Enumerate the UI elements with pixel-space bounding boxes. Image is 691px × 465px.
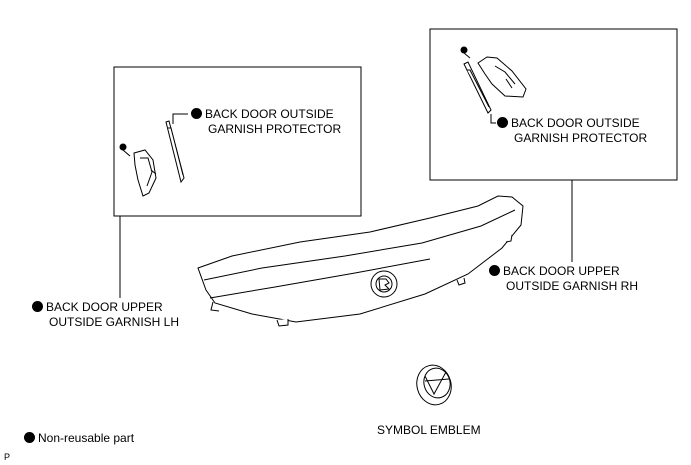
non-reusable-bullet-icon <box>489 265 500 276</box>
non-reusable-bullet-icon <box>191 108 202 119</box>
leader-protector-lh <box>172 113 188 124</box>
non-reusable-bullet-icon <box>24 432 35 443</box>
back-door-garnish-icon <box>197 195 524 327</box>
symbol-emblem-icon <box>416 364 452 406</box>
label-garnish-lh: BACK DOOR UPPER OUTSIDE GARNISH LH <box>32 300 179 330</box>
label-protector-lh: BACK DOOR OUTSIDE GARNISH PROTECTOR <box>191 107 341 137</box>
legend-non-reusable: Non-reusable part <box>24 431 134 446</box>
label-symbol-emblem: SYMBOL EMBLEM <box>377 423 481 437</box>
footer-code: P <box>4 452 11 462</box>
label-protector-lh-line1: BACK DOOR OUTSIDE <box>205 107 334 121</box>
detail-box-rh <box>429 28 678 181</box>
non-reusable-bullet-icon <box>497 117 508 128</box>
clip-lh-icon <box>119 143 157 197</box>
legend-non-reusable-text: Non-reusable part <box>38 431 135 445</box>
label-garnish-lh-line2: OUTSIDE GARNISH LH <box>49 315 180 329</box>
label-garnish-rh-line1: BACK DOOR UPPER <box>503 264 620 278</box>
detail-box-lh <box>113 66 362 217</box>
leader-protector-rh <box>490 114 496 124</box>
label-garnish-rh-line2: OUTSIDE GARNISH RH <box>506 279 639 293</box>
label-protector-lh-line2: GARNISH PROTECTOR <box>208 122 342 136</box>
protector-strip-rh-icon <box>463 61 492 114</box>
label-protector-rh-line2: GARNISH PROTECTOR <box>514 131 648 145</box>
non-reusable-bullet-icon <box>32 301 43 312</box>
label-protector-rh: BACK DOOR OUTSIDE GARNISH PROTECTOR <box>497 116 647 146</box>
label-garnish-rh: BACK DOOR UPPER OUTSIDE GARNISH RH <box>489 264 638 294</box>
protector-strip-lh-icon <box>165 120 185 184</box>
label-protector-rh-line1: BACK DOOR OUTSIDE <box>511 116 640 130</box>
clip-rh-icon <box>460 46 527 98</box>
label-garnish-lh-line1: BACK DOOR UPPER <box>46 300 163 314</box>
